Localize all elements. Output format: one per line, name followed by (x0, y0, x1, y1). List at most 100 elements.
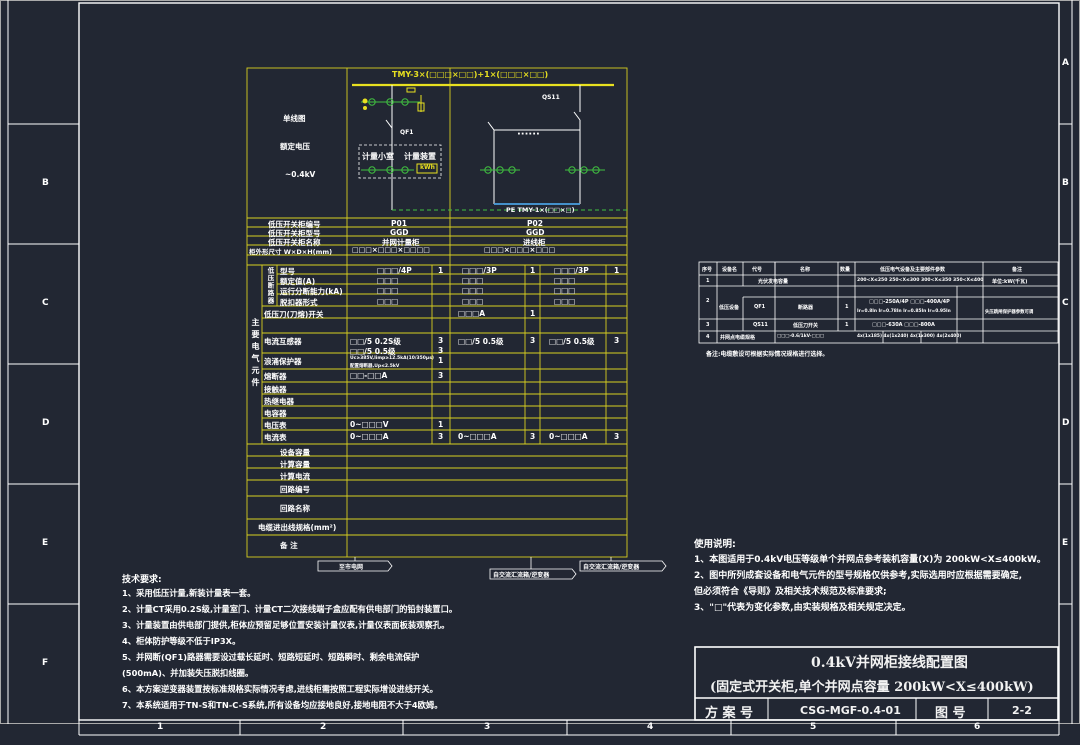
element-qty: 1 (438, 420, 444, 429)
cell-cabinet-name-1: 并网计量柜 (382, 238, 420, 247)
breaker-qty: 1 (438, 266, 444, 275)
group-main-elements: 主要电气元件 (251, 318, 260, 390)
element-qty: 3 (438, 371, 444, 380)
element-qty: 3 (614, 336, 620, 345)
metering-box-label: 计量小室 (362, 152, 394, 161)
rt-h-name: 名称 (800, 267, 811, 273)
element-cell: 配置熔断器,Up≤2.5kV (350, 364, 400, 369)
col-marker-4: 4 (647, 722, 654, 732)
group-breaker: 低压断路器 (266, 267, 274, 305)
element-cell: Uc≥385V,Iimp≥12.5kA(10/350μs) (350, 356, 434, 361)
requirement-5-cont: (500mA)、并加装失压脱扣线圈。 (122, 668, 254, 678)
row-label-cabinet-model: 低压开关柜型号 (268, 229, 321, 238)
rt-r1-params: 200<X≤250 250<X≤300 300<X≤350 350<X≤400 (857, 278, 984, 283)
requirement-6: 6、本方案逆变器装置按标准规格实际情况考虑,进线柜需按照工程实际增设进线开关。 (122, 684, 438, 694)
rt-r3-no: 3 (706, 322, 710, 328)
qf1-label: QF1 (400, 129, 414, 136)
breaker-cell: □□□/4P (377, 266, 412, 275)
breaker-cell: □□□ (554, 286, 576, 295)
rt-r4-code: □□□-0.6/1kV-□□□ (777, 334, 824, 339)
row-label-cabinet-name: 低压开关柜名称 (268, 238, 321, 247)
element-cell: □□/5 0.2S级 (350, 337, 401, 346)
qs11-label: QS11 (542, 94, 560, 101)
rt-r3-qty: 1 (845, 322, 849, 328)
breaker-cell: □□□ (377, 276, 399, 285)
rt-r2-name: 断路器 (798, 305, 814, 311)
rt-r3-name: 低压刀开关 (793, 323, 819, 329)
usage-2: 2、图中所列成套设备和电气元件的型号规格仅供参考,实际选用时应根据需要确定, (694, 571, 1023, 581)
element-row-label: 电流互感器 (264, 337, 302, 346)
rt-h-params: 低压电气设备及主要部件参数 (880, 267, 946, 273)
breaker-row-label: 型号 (280, 267, 295, 276)
breaker-row-label: 额定值(A) (280, 277, 316, 286)
element-row-label: 接触器 (264, 385, 287, 394)
col-marker-6: 6 (974, 722, 981, 732)
element-qty: 3 (438, 346, 444, 355)
element-qty: 1 (530, 309, 536, 318)
footer-row-label: 电缆进出线规格(mm²) (258, 523, 337, 532)
row-marker-c-left: C (42, 298, 49, 308)
cell-cabinet-model-2: GGD (526, 228, 545, 237)
element-qty: 3 (530, 336, 536, 345)
element-cell: 0~□□□V (350, 420, 389, 429)
rt-h-remark: 备注 (1012, 267, 1023, 273)
element-cell: □□□A (458, 309, 486, 318)
row-marker-e-left: E (42, 538, 49, 548)
col-marker-1: 1 (157, 722, 164, 732)
rt-r2b-remark: 失压跳闸保护器参数可调 (985, 310, 1034, 315)
requirement-3: 3、计量装置由供电部门提供,柜体应预留足够位置安装计量仪表,计量仪表面板装观察孔… (122, 620, 450, 630)
drawing-number-label: 图 号 (935, 706, 966, 721)
usage-1: 1、本图适用于0.4kV电压等级单个并网点参考装机容量(X)为 200kW<X≤… (694, 555, 1046, 565)
rt-h-code: 代号 (752, 267, 763, 273)
rt-r1-device: 光伏发电容量 (758, 279, 789, 285)
element-cell: □□-□□A (350, 371, 388, 380)
element-cell: □□/5 0.5级 (458, 337, 504, 346)
element-qty: 3 (438, 432, 444, 441)
rt-group-label: 低压设备 (719, 305, 740, 311)
requirement-4: 4、柜体防护等级不低于IP3X。 (122, 636, 241, 646)
row-marker-f-left: F (42, 658, 49, 668)
requirement-5: 5、并网断(QF1)路器需要设过载长延时、短路短延时、短路瞬时、剩余电流保护 (122, 652, 420, 662)
element-cell: 0~□□□A (350, 432, 389, 441)
usage-title: 使用说明: (694, 539, 736, 550)
rt-r2-params: □□□-250A/4P □□□-400A/4P (869, 299, 950, 305)
element-row-label: 电流表 (264, 433, 287, 442)
element-row-label: 电压表 (264, 421, 287, 430)
element-row-label: 低压刀(刀熔)开关 (264, 310, 324, 319)
single-line-label: 单线图 (283, 114, 306, 123)
element-cell: 0~□□□A (549, 432, 588, 441)
breaker-row-label: 运行分断能力(kA) (280, 287, 343, 296)
metering-device-label: 计量装置 (404, 152, 436, 161)
requirements-title: 技术要求: (122, 575, 162, 585)
rt-h-device: 设备名 (722, 267, 738, 273)
rt-r2-code: QF1 (754, 304, 766, 310)
rt-r1-remark: 单位:kW(千瓦) (992, 279, 1028, 285)
kwh-label: kWh (420, 164, 435, 171)
breaker-cell: □□□ (377, 297, 399, 306)
breaker-row-label: 脱扣器形式 (280, 298, 318, 307)
footer-row-label: 计算电流 (280, 472, 310, 481)
row-marker-b: B (1062, 178, 1069, 188)
element-row-label: 热继电器 (264, 397, 294, 406)
cell-cabinet-size-1: □□□×□□□×□□□□ (352, 246, 430, 254)
row-marker-a: A (1062, 58, 1069, 68)
rt-note: 备注:电缆敷设可根据实际情况规格进行选择。 (706, 351, 829, 358)
breaker-qty: 1 (530, 266, 536, 275)
rated-voltage-label: 额定电压 (280, 142, 310, 151)
element-qty: 3 (530, 432, 536, 441)
row-marker-c: C (1062, 298, 1069, 308)
cell-cabinet-model-1: GGD (390, 228, 409, 237)
row-marker-d: D (1062, 418, 1070, 428)
footer-row-label: 回路名称 (280, 504, 310, 513)
element-qty: 3 (614, 432, 620, 441)
row-marker-e: E (1062, 538, 1069, 548)
breaker-cell: □□□ (462, 297, 484, 306)
element-row-label: 浪涌保护器 (264, 357, 302, 366)
element-cell: □□/5 0.5级 (350, 347, 396, 356)
drawing-number: 2-2 (1012, 704, 1032, 717)
col-marker-3: 3 (484, 722, 491, 732)
drawing-title: 0.4kV并网柜接线配置图 (811, 655, 968, 671)
breaker-cell: □□□/3P (462, 266, 497, 275)
footer-row-label: 备 注 (280, 541, 298, 550)
